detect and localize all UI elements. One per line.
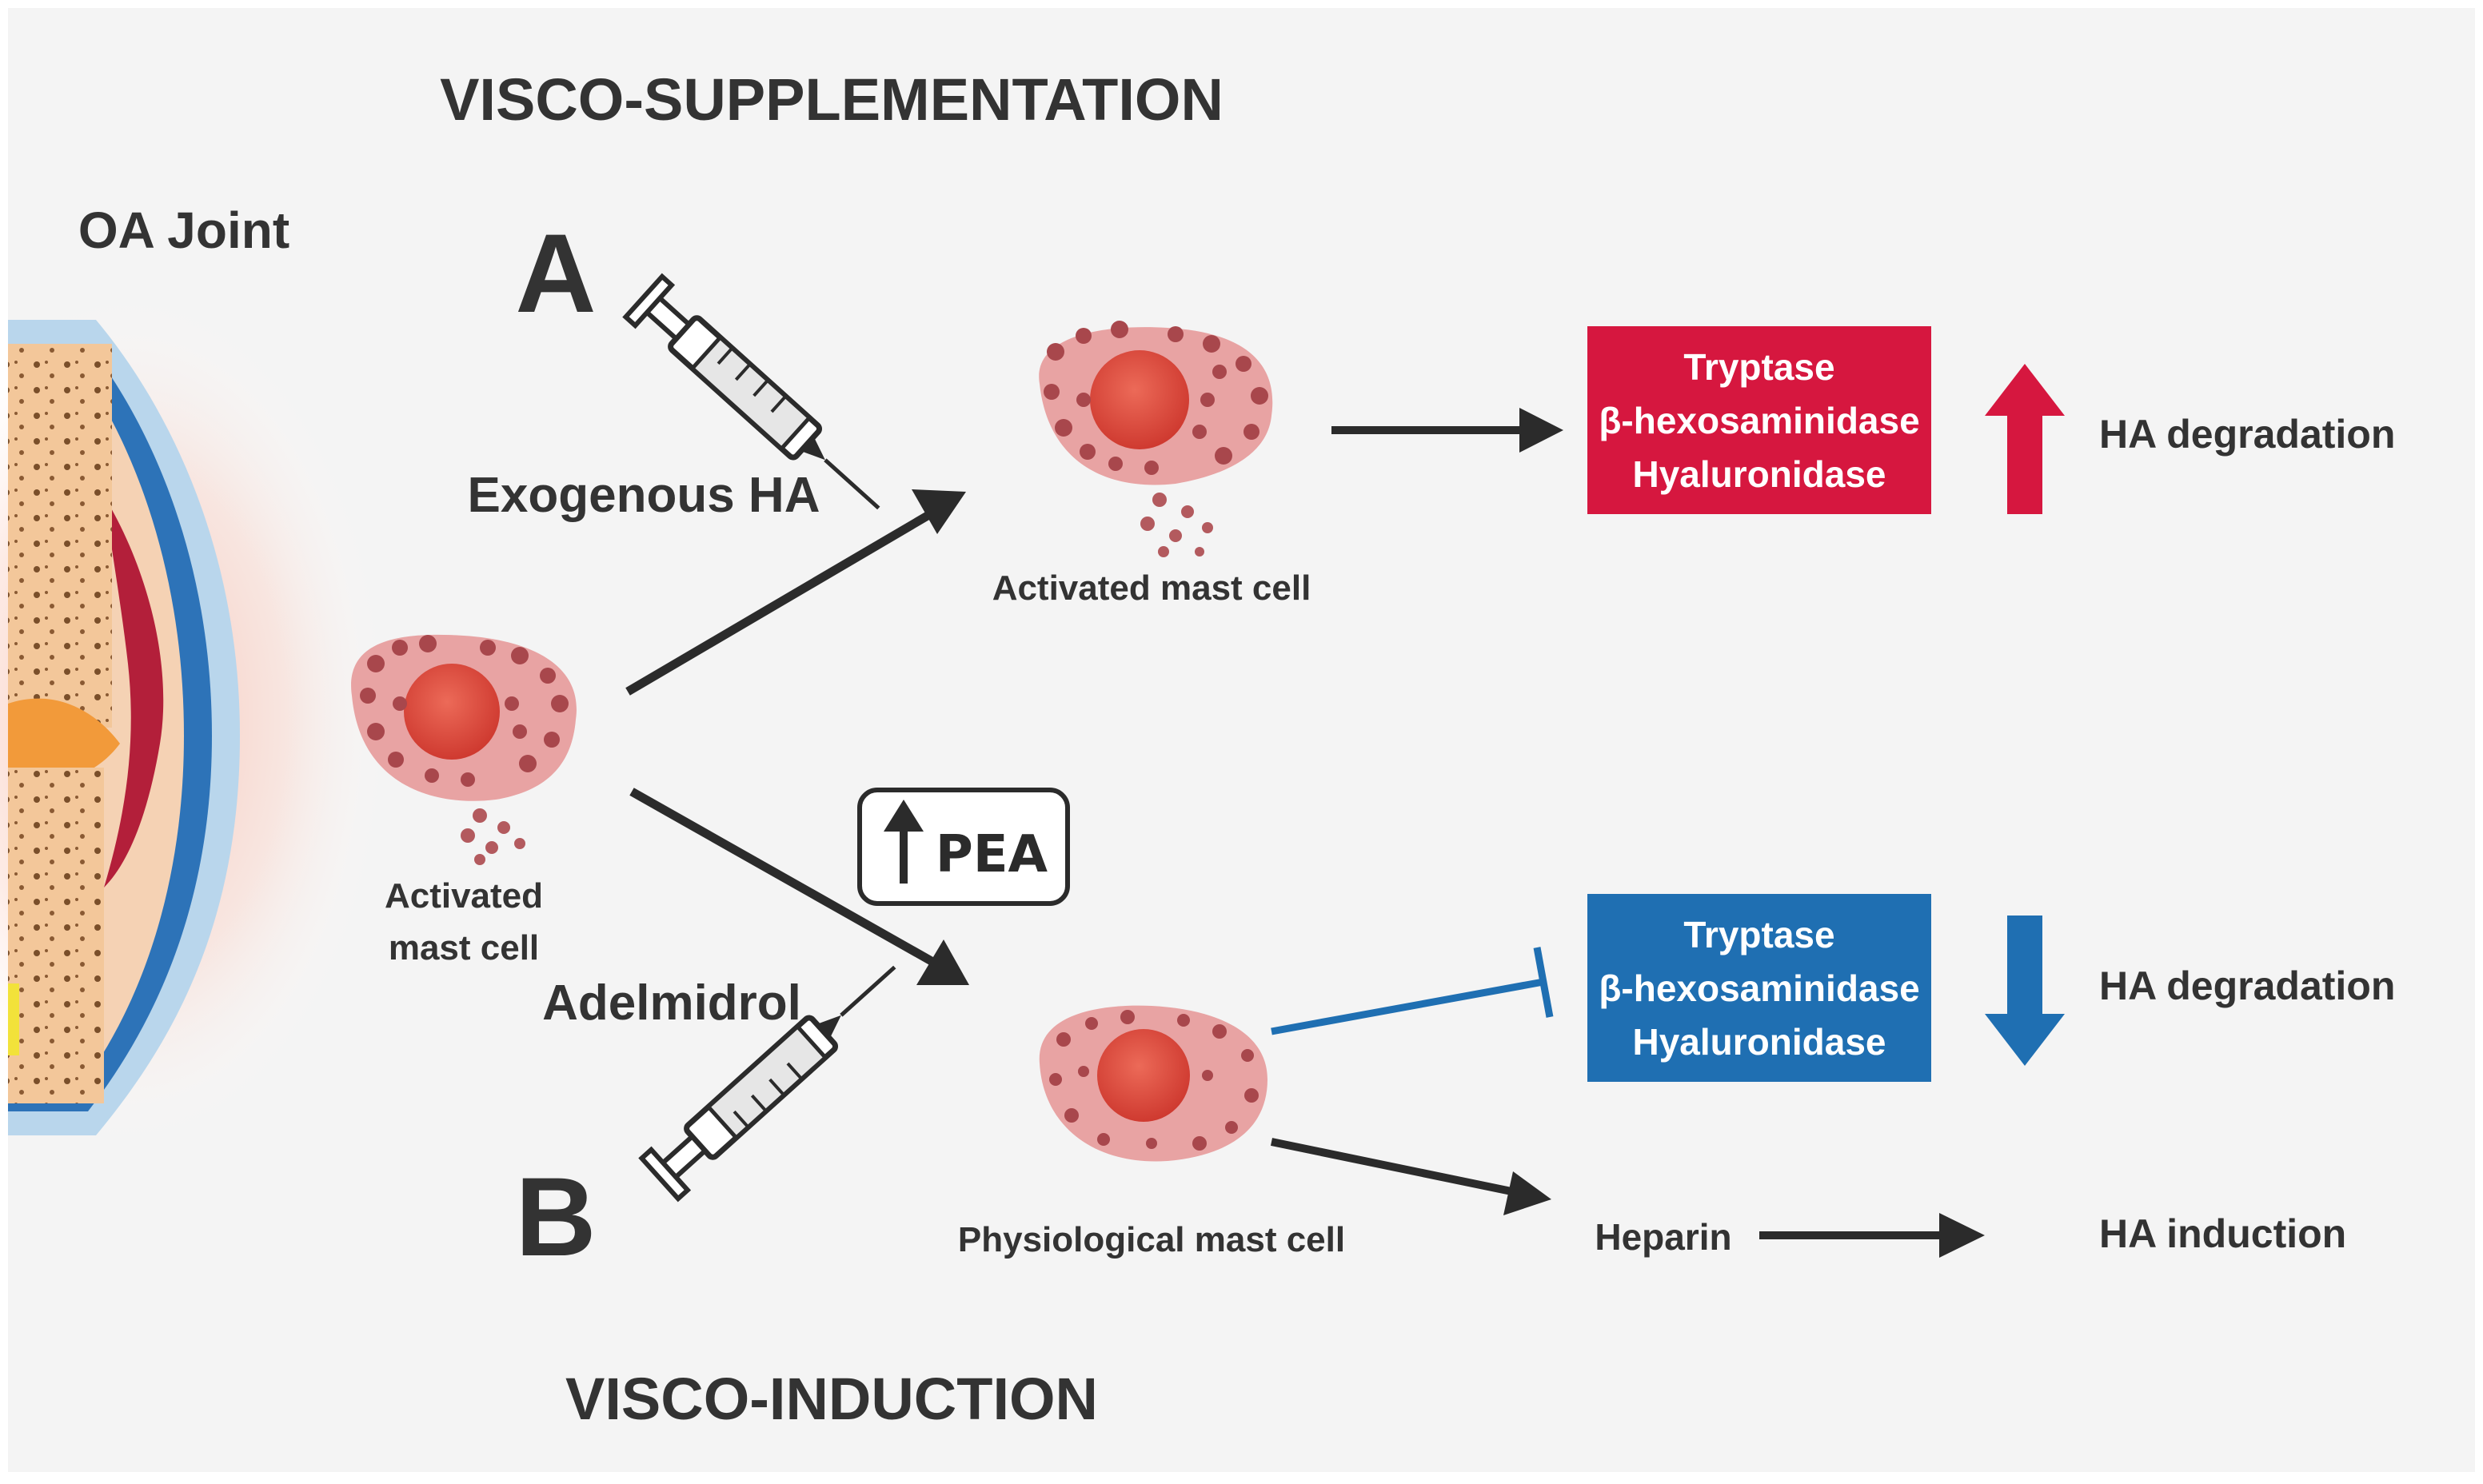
syringe-icon-bottom [638, 965, 896, 1203]
arrow-left-to-top-head [912, 489, 966, 534]
pea-label: PEA [936, 825, 1048, 884]
top-cell-label: Activated mast cell [992, 568, 1311, 608]
box-b-line-3: Hyaluronidase [1633, 1021, 1886, 1063]
left-cell-label-line1: Activated [385, 876, 543, 916]
box-a-line-1: Tryptase [1683, 346, 1834, 388]
pathway-arrows [625, 408, 1985, 1258]
exogenous-ha-label: Exogenous HA [468, 468, 820, 523]
outcome-b-label: HA degradation [2099, 963, 2395, 1008]
box-a-line-2: β-hexosaminidase [1599, 400, 1919, 441]
arrow-heparin-to-induction-head [1939, 1213, 1985, 1258]
arrow-bottom-cell-to-heparin [1270, 1138, 1513, 1195]
enzyme-box-b: Tryptase β-hexosaminidase Hyaluronidase [1587, 894, 1931, 1082]
box-a-line-3: Hyaluronidase [1633, 453, 1886, 495]
arrow-left-to-bottom-head [916, 939, 969, 985]
heparin-label: Heparin [1595, 1216, 1731, 1258]
arrow-top-cell-to-box-head [1519, 408, 1563, 453]
arrow-up-red-icon [1985, 364, 2065, 514]
mast-cell-left [351, 634, 577, 865]
arrow-left-to-top [625, 509, 934, 696]
outcome-a-label: HA degradation [2099, 412, 2395, 457]
enzyme-box-a: Tryptase β-hexosaminidase Hyaluronidase [1587, 326, 1931, 514]
ha-induction-label: HA induction [2099, 1211, 2346, 1256]
title-visco-induction: VISCO-INDUCTION [565, 1366, 1098, 1432]
mast-cell-bottom [1039, 1005, 1267, 1162]
arrow-bottom-cell-to-heparin-head [1503, 1171, 1551, 1215]
syringe-icon-top [622, 273, 880, 510]
mast-cell-top [1039, 321, 1273, 557]
left-cell-label-line2: mast cell [389, 928, 539, 967]
box-b-line-2: β-hexosaminidase [1599, 967, 1919, 1009]
box-b-line-1: Tryptase [1683, 914, 1834, 955]
adelmidrol-label: Adelmidrol [542, 975, 801, 1031]
bottom-cell-label: Physiological mast cell [958, 1220, 1345, 1259]
title-visco-supplementation: VISCO-SUPPLEMENTATION [440, 66, 1224, 133]
pea-indicator: PEA [857, 788, 1070, 906]
arrow-left-to-bottom [629, 788, 938, 967]
arrow-up-icon [884, 800, 924, 832]
inhibition-line [1271, 947, 1554, 1035]
panel-b-label: B [515, 1154, 596, 1279]
arrow-down-blue-icon [1985, 916, 2065, 1066]
panel-a-label: A [515, 210, 596, 336]
oa-joint-illustration [0, 288, 392, 1151]
joint-label: OA Joint [78, 201, 289, 259]
